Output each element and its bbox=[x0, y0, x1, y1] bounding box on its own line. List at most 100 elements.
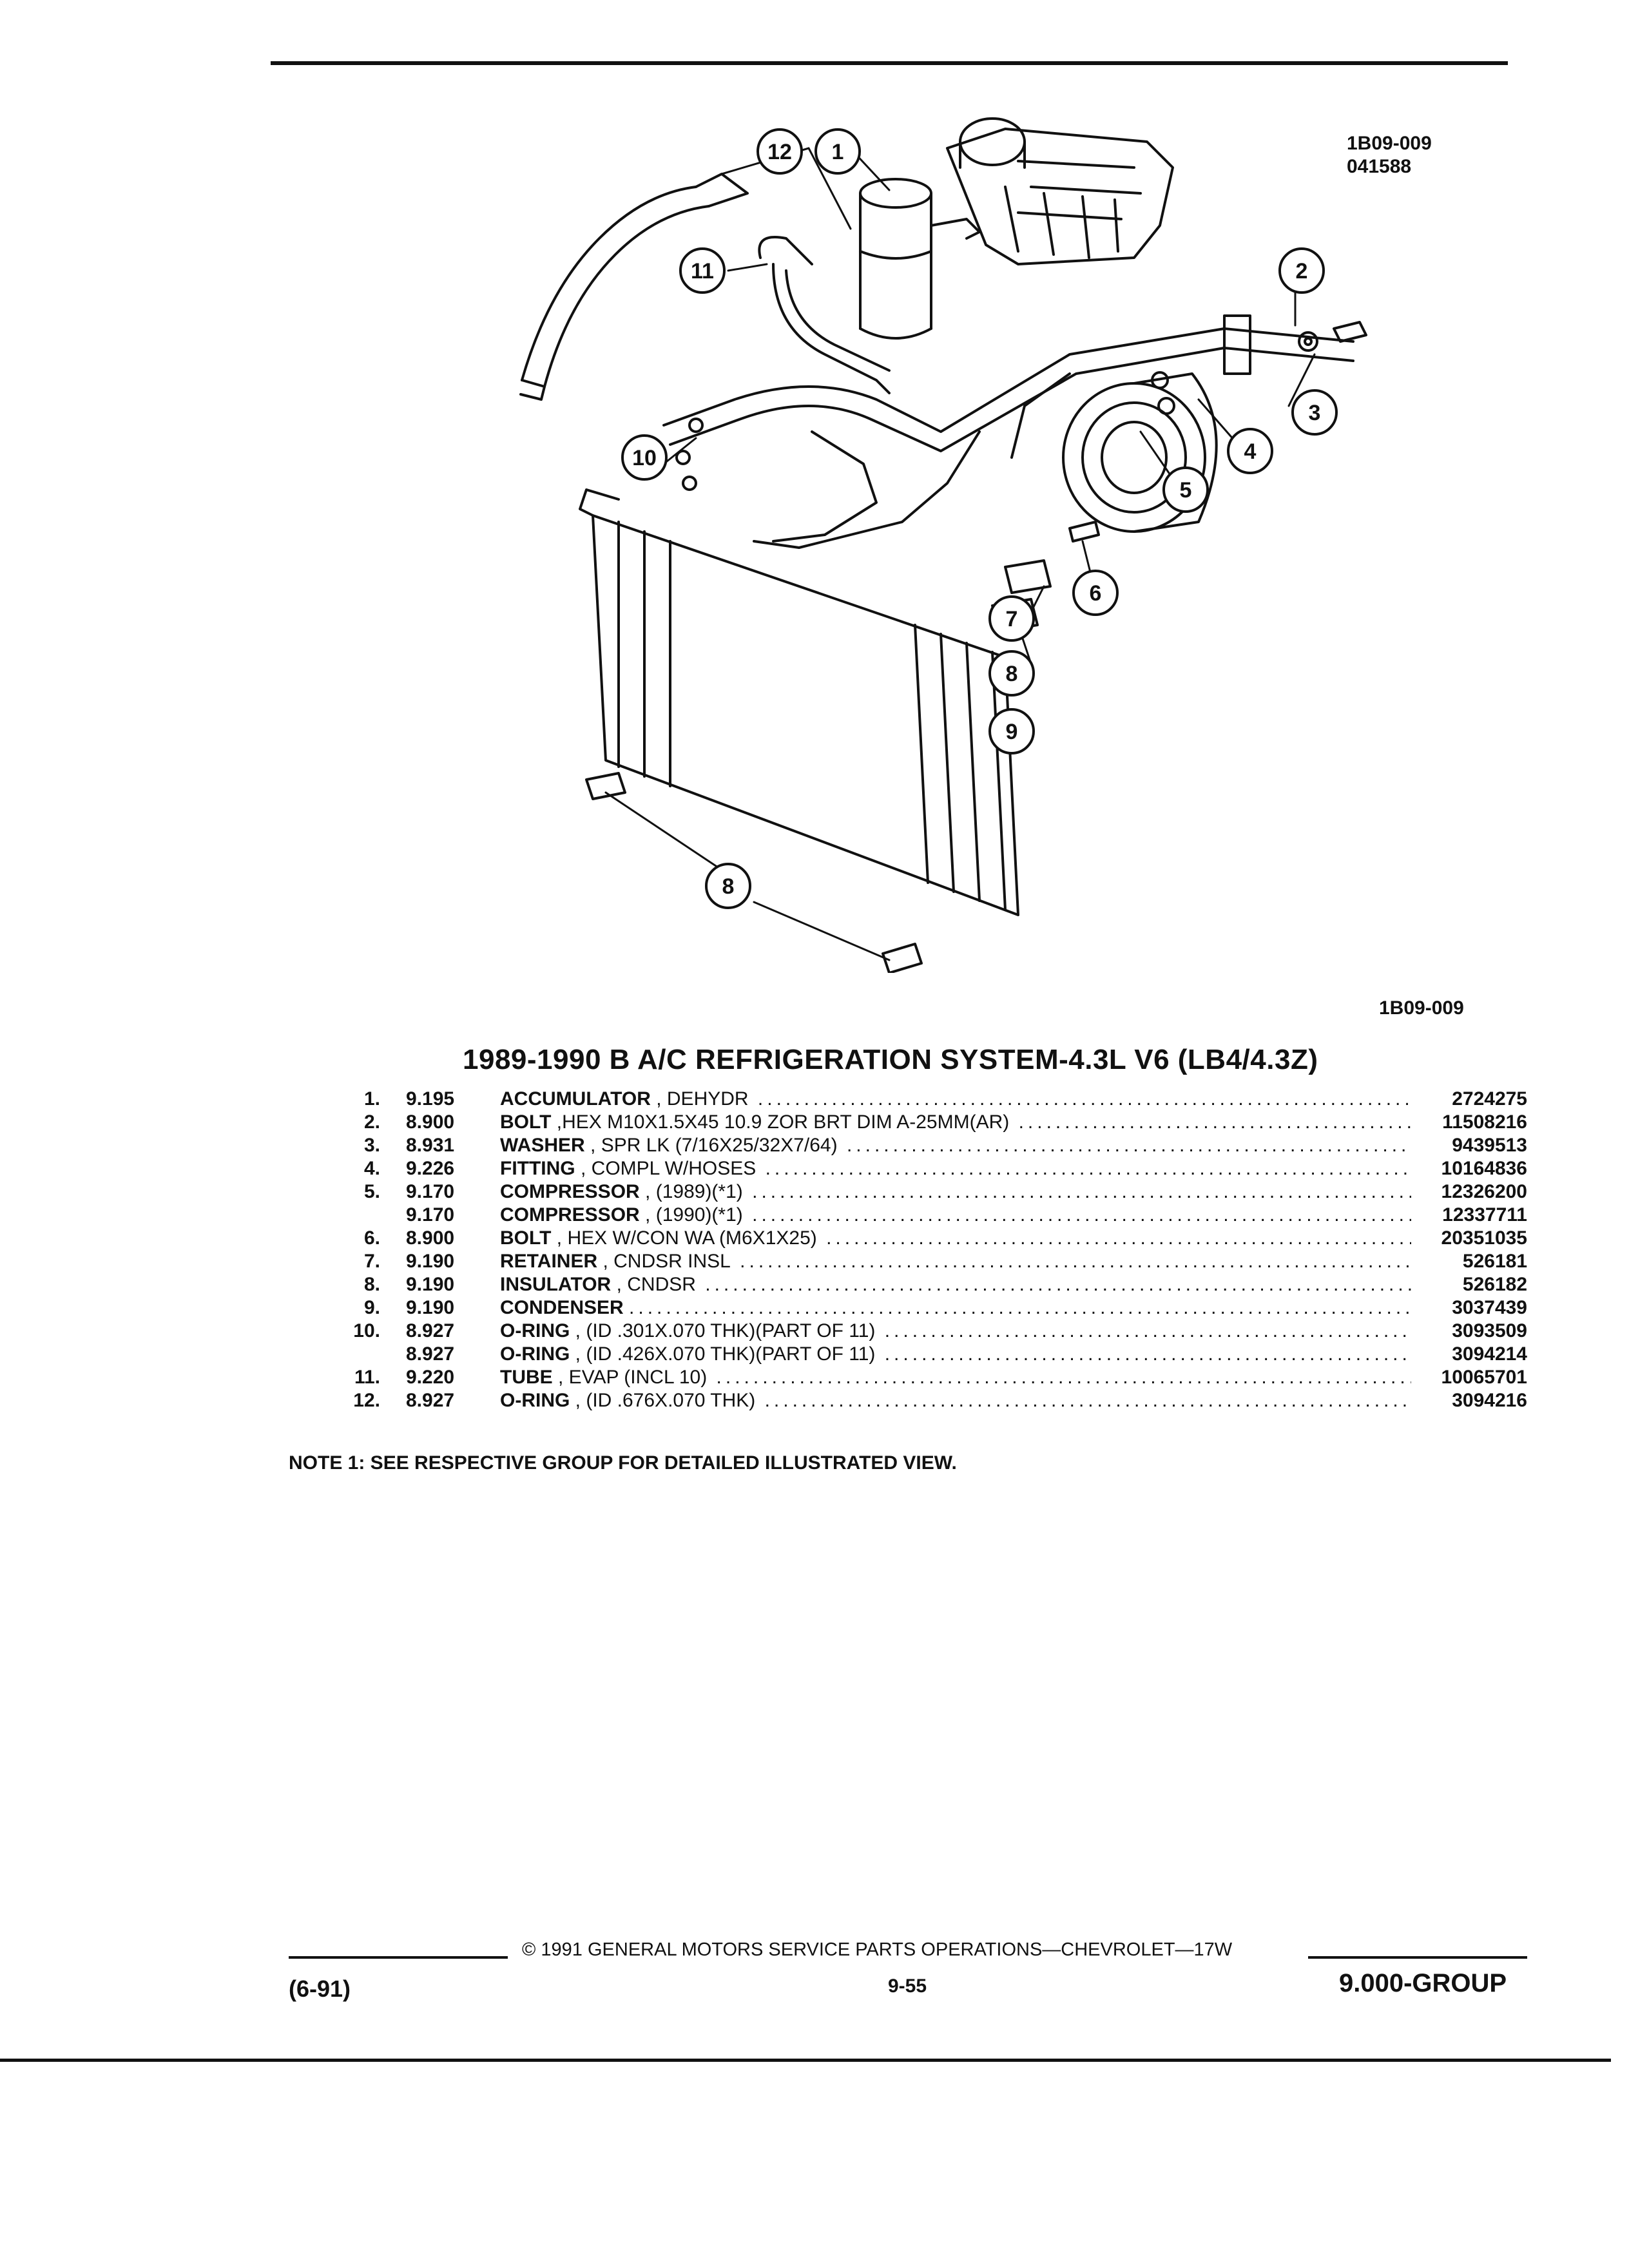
callout-3: 3 bbox=[1291, 389, 1338, 436]
part-detail: , SPR LK (7/16X25/32X7/64) bbox=[590, 1135, 838, 1156]
figure-date: 041588 bbox=[1347, 156, 1412, 177]
part-number: 12326200 bbox=[1441, 1181, 1527, 1202]
part-group: 9.195 bbox=[406, 1088, 455, 1110]
ac-system-diagram: 12 1 11 2 3 4 5 10 6 7 8 9 8 bbox=[519, 117, 1367, 973]
callout-8-upper: 8 bbox=[988, 650, 1035, 697]
diagram-caption-code: 1B09-009 bbox=[1379, 997, 1464, 1019]
part-number: 2724275 bbox=[1452, 1088, 1527, 1110]
part-detail: , HEX W/CON WA (M6X1X25) bbox=[556, 1227, 817, 1249]
part-detail: , EVAP (INCL 10) bbox=[558, 1367, 708, 1388]
part-description: BOLT , HEX W/CON WA (M6X1X25) ..........… bbox=[500, 1227, 1411, 1250]
part-detail: , (ID .426X.070 THK)(PART OF 11) bbox=[575, 1343, 876, 1365]
part-number-index: 3. bbox=[363, 1135, 380, 1156]
part-number: 11508216 bbox=[1442, 1111, 1527, 1133]
part-number: 10164836 bbox=[1441, 1158, 1527, 1179]
engine-outline bbox=[946, 117, 1174, 265]
callout-11: 11 bbox=[679, 247, 726, 294]
hose-left bbox=[519, 173, 749, 401]
part-detail: , (ID .301X.070 THK)(PART OF 11) bbox=[575, 1320, 876, 1341]
part-name: RETAINER bbox=[500, 1251, 598, 1272]
footer-rule-right bbox=[1308, 1956, 1527, 1959]
part-description: CONDENSER ..............................… bbox=[500, 1296, 1411, 1320]
part-number: 9439513 bbox=[1452, 1135, 1527, 1156]
leader-dots: ........................................… bbox=[740, 1251, 1411, 1272]
part-number-index: 7. bbox=[363, 1251, 380, 1272]
callout-4: 4 bbox=[1227, 428, 1273, 474]
part-number-index: 6. bbox=[363, 1227, 380, 1249]
part-description: FITTING , COMPL W/HOSES ................… bbox=[500, 1157, 1411, 1180]
svg-text:6: 6 bbox=[1090, 581, 1102, 606]
group-label: 9.000-GROUP bbox=[1339, 1969, 1507, 1997]
top-rule bbox=[271, 61, 1508, 65]
leader-dots: ........................................… bbox=[716, 1367, 1411, 1388]
part-detail: , CNDSR INSL bbox=[602, 1251, 731, 1272]
leader-dots: ........................................… bbox=[1018, 1111, 1411, 1133]
condenser-drawing bbox=[579, 488, 1019, 916]
part-number: 3093509 bbox=[1452, 1320, 1527, 1341]
callout-9: 9 bbox=[988, 708, 1035, 754]
section-title: 1989-1990 B A/C REFRIGERATION SYSTEM-4.3… bbox=[463, 1044, 1318, 1075]
part-number: 3094214 bbox=[1452, 1343, 1527, 1365]
part-description: TUBE , EVAP (INCL 10) ..................… bbox=[500, 1366, 1411, 1389]
footer-rule-left bbox=[289, 1956, 508, 1959]
part-number: 10065701 bbox=[1441, 1367, 1527, 1388]
part-description: INSULATOR , CNDSR ......................… bbox=[500, 1273, 1411, 1296]
part-group: 9.170 bbox=[406, 1204, 455, 1225]
svg-text:11: 11 bbox=[691, 259, 714, 284]
part-detail: , (1989)(*1) bbox=[645, 1181, 743, 1202]
callout-10: 10 bbox=[621, 434, 668, 481]
leader-dots: ........................................… bbox=[884, 1343, 1411, 1365]
svg-text:3: 3 bbox=[1309, 401, 1321, 425]
leader-dots: ........................................… bbox=[752, 1204, 1411, 1225]
part-description: O-RING , (ID .301X.070 THK)(PART OF 11) … bbox=[500, 1320, 1411, 1343]
part-detail: , (1990)(*1) bbox=[645, 1204, 743, 1225]
part-description: RETAINER , CNDSR INSL ..................… bbox=[500, 1250, 1411, 1273]
part-number: 3094216 bbox=[1452, 1390, 1527, 1411]
part-description: O-RING , (ID .426X.070 THK)(PART OF 11) … bbox=[500, 1343, 1411, 1366]
svg-text:9: 9 bbox=[1006, 720, 1018, 744]
svg-text:1: 1 bbox=[832, 140, 844, 164]
leader-dots: ........................................… bbox=[752, 1181, 1411, 1202]
part-name: COMPRESSOR bbox=[500, 1204, 640, 1225]
leader-dots: ........................................… bbox=[629, 1297, 1411, 1318]
part-number: 526182 bbox=[1462, 1274, 1527, 1295]
part-detail: ,HEX M10X1.5X45 10.9 ZOR BRT DIM A-25MM(… bbox=[556, 1111, 1010, 1133]
part-description: BOLT ,HEX M10X1.5X45 10.9 ZOR BRT DIM A-… bbox=[500, 1111, 1411, 1134]
part-detail: , COMPL W/HOSES bbox=[581, 1158, 757, 1179]
part-number-index: 8. bbox=[363, 1274, 380, 1295]
part-detail: , (ID .676X.070 THK) bbox=[575, 1390, 756, 1411]
part-number: 3037439 bbox=[1452, 1297, 1527, 1318]
part-group: 8.931 bbox=[406, 1135, 455, 1156]
part-description: O-RING , (ID .676X.070 THK) ............… bbox=[500, 1389, 1411, 1412]
leader-dots: ........................................… bbox=[846, 1135, 1411, 1156]
svg-text:2: 2 bbox=[1296, 259, 1308, 284]
lower-insulators bbox=[585, 772, 923, 973]
callout-7: 7 bbox=[988, 595, 1035, 642]
svg-text:7: 7 bbox=[1006, 607, 1018, 631]
part-row: 9.170 COMPRESSOR , (1990)(*1) ...........… bbox=[309, 1204, 1527, 1227]
part-number: 526181 bbox=[1462, 1251, 1527, 1272]
part-group: 9.220 bbox=[406, 1367, 455, 1388]
part-group: 8.927 bbox=[406, 1320, 455, 1341]
part-name: COMPRESSOR bbox=[500, 1181, 640, 1202]
part-number-index: 10. bbox=[353, 1320, 380, 1341]
part-group: 9.170 bbox=[406, 1181, 455, 1202]
svg-text:10: 10 bbox=[632, 446, 657, 470]
part-group: 8.900 bbox=[406, 1111, 455, 1133]
part-description: WASHER , SPR LK (7/16X25/32X7/64) ......… bbox=[500, 1134, 1411, 1157]
footer-date: (6-91) bbox=[289, 1975, 351, 2002]
part-group: 9.226 bbox=[406, 1158, 455, 1179]
part-name: WASHER bbox=[500, 1135, 585, 1156]
svg-text:8: 8 bbox=[722, 874, 735, 899]
part-group: 9.190 bbox=[406, 1274, 455, 1295]
callout-12: 12 bbox=[757, 128, 803, 175]
compressor-drawing bbox=[1062, 372, 1218, 533]
bottom-rule bbox=[0, 2059, 1611, 2062]
